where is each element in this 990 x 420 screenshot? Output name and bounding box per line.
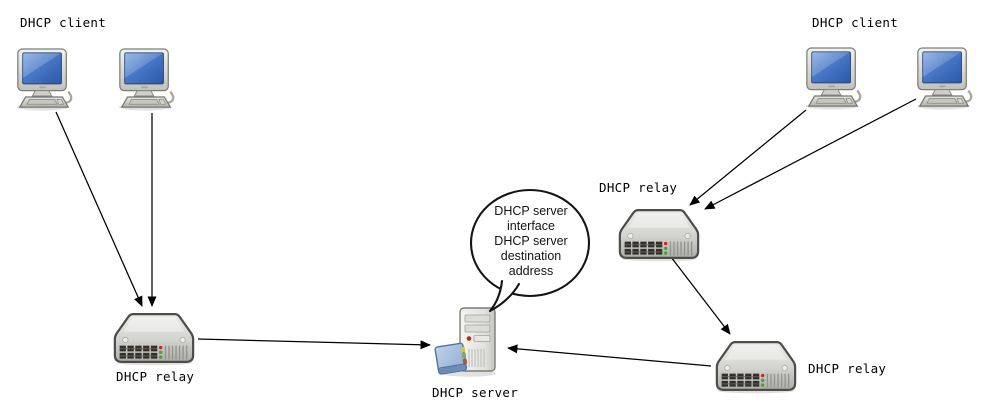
bubble-line: DHCP server <box>494 234 568 248</box>
arrow-client-right-1-to-relay-mid <box>689 109 807 206</box>
label-dhcp-relay-bottom-right: DHCP relay <box>808 361 887 376</box>
bubble-line: DHCP server <box>494 204 568 218</box>
dhcp-client-computer-icon-right-2 <box>913 47 975 111</box>
speech-bubble-shape <box>469 188 591 313</box>
dhcp-relay-switch-icon-mid <box>617 206 701 262</box>
bubble-line: destination <box>500 249 562 263</box>
dhcp-relay-switch-icon-left <box>112 310 196 366</box>
arrow-relay-mid-to-relay-bottom <box>670 256 731 335</box>
dhcp-client-computer-icon-left-2 <box>115 48 177 112</box>
dhcp-relay-switch-icon-bottom <box>714 338 798 394</box>
label-dhcp-client-left: DHCP client <box>20 15 107 30</box>
speech-bubble-text: DHCP server interface DHCP server destin… <box>470 204 592 279</box>
arrow-client-left-1-to-relay-left <box>55 111 143 307</box>
bubble-line: interface <box>507 219 555 233</box>
dhcp-client-computer-icon-left-1 <box>13 48 75 112</box>
label-dhcp-server: DHCP server <box>432 385 519 400</box>
arrow-client-right-2-to-relay-mid <box>704 98 917 210</box>
dhcp-client-computer-icon-right-1 <box>802 47 864 111</box>
arrow-relay-bottom-to-server <box>507 344 712 367</box>
speech-bubble: DHCP server interface DHCP server destin… <box>462 187 602 319</box>
bubble-line: address <box>508 264 554 278</box>
arrow-relay-left-to-server <box>197 338 431 350</box>
label-dhcp-relay-left: DHCP relay <box>116 369 195 384</box>
label-dhcp-relay-mid-right: DHCP relay <box>599 180 678 195</box>
label-dhcp-client-right: DHCP client <box>812 15 899 30</box>
